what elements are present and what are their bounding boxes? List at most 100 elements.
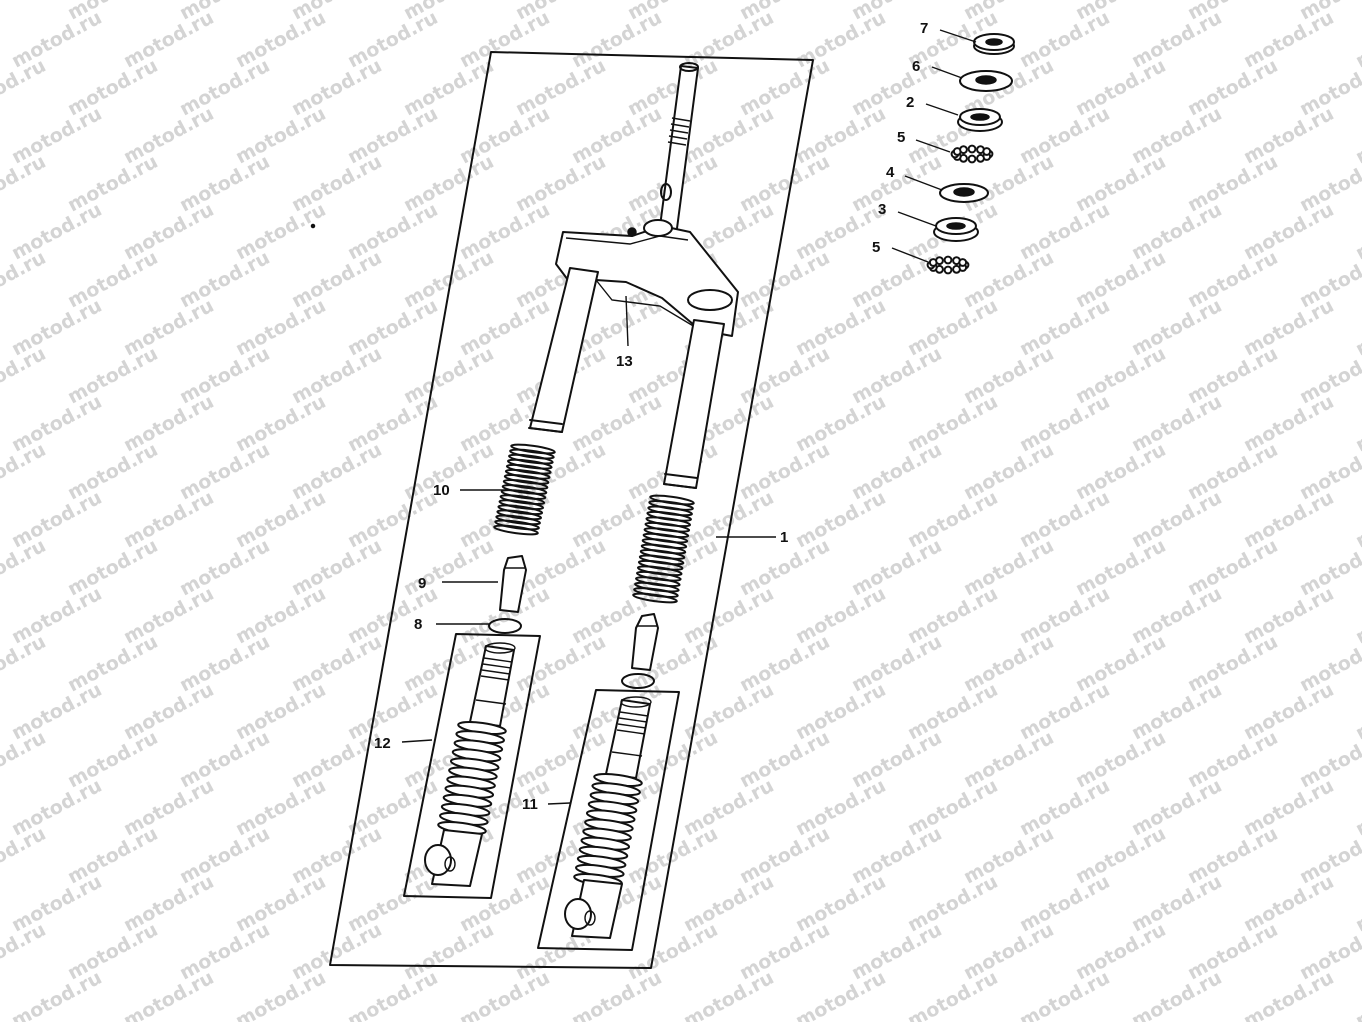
callout-11: 11 (522, 796, 538, 813)
spring-coil (505, 463, 552, 475)
spring-coil (494, 519, 540, 531)
bearing-ball (967, 154, 977, 164)
watermark-text: motod.ru (792, 967, 889, 1022)
watermark-text: motod.ru (1352, 103, 1362, 169)
watermark-text: motod.ru (1352, 7, 1362, 73)
spring-coil (503, 473, 550, 485)
watermark-text: motod.ru (1352, 967, 1362, 1022)
lower-leg-frame-right (537, 689, 680, 951)
cone-race-part-3 (933, 217, 979, 242)
callout-7: 7 (920, 20, 928, 37)
callout-10: 10 (433, 482, 450, 499)
spring-left (493, 443, 556, 536)
callout-8: 8 (414, 616, 422, 633)
watermark-text: motod.ru (344, 967, 441, 1022)
watermark-text: motod.ru (120, 967, 217, 1022)
bearing-ball (935, 256, 944, 266)
spring-coil (632, 592, 678, 604)
cup-race-part-4 (939, 183, 989, 203)
spring-coil (501, 484, 548, 495)
callout-3: 3 (878, 201, 886, 218)
watermark-text: motod.ru (0, 535, 49, 601)
bearing-ball (943, 265, 953, 275)
watermark-text: motod.ru (1352, 775, 1362, 841)
spring-coil (509, 448, 555, 460)
spring-coil (495, 514, 541, 526)
leader-lines (401, 29, 977, 805)
callout-12: 12 (374, 735, 391, 752)
ball-bearings-lower-part-5 (926, 255, 970, 275)
spring-coil (496, 509, 542, 521)
watermark-text: motod.ru (1352, 199, 1362, 265)
watermark-text: motod.ru (0, 727, 49, 793)
watermark-text: motod.ru (0, 439, 49, 505)
callout-9: 9 (418, 575, 426, 592)
watermark-text: motod.ru (1128, 967, 1225, 1022)
bearing-ball (958, 258, 968, 267)
watermark-text: motod.ru (0, 631, 49, 697)
assembly-frame (329, 51, 814, 969)
ball-bearings-upper-part-5 (950, 144, 994, 164)
watermark-text: motod.ru (0, 343, 49, 409)
locknut-part-7 (973, 33, 1015, 55)
callout-1: 1 (780, 529, 788, 546)
spring-coil (497, 504, 544, 516)
watermark-text: motod.ru (8, 967, 105, 1022)
callout-6: 6 (912, 58, 920, 75)
watermark-text: motod.ru (0, 151, 49, 217)
callouts: 7 6 2 5 4 3 5 13 10 9 8 12 11 1 (374, 20, 928, 813)
callout-2: 2 (906, 94, 914, 111)
bearing-ball (943, 255, 953, 265)
watermark-text: motod.ru (1352, 871, 1362, 937)
spring-coil (500, 489, 547, 500)
spring-coil (504, 468, 551, 480)
callout-13: 13 (616, 353, 633, 370)
spring-coil (499, 494, 546, 506)
damper-rod-right (631, 613, 659, 671)
watermark-text: motod.ru (1352, 583, 1362, 649)
watermark-text: motod.ru (0, 55, 49, 121)
washer-part-6 (959, 70, 1013, 92)
spring-coil (502, 479, 549, 490)
watermark-text: motod.ru (568, 967, 665, 1022)
callout-5-upper: 5 (897, 129, 905, 146)
triple-clamp (555, 219, 739, 337)
seal-left (488, 618, 522, 634)
spring-coil (507, 458, 553, 470)
watermark-text: motod.ru (1240, 967, 1337, 1022)
watermark-text: motod.ru (0, 823, 49, 889)
watermark-text: motod.ru (232, 967, 329, 1022)
seal-right (621, 673, 655, 689)
lower-leg-frame-left (403, 633, 541, 899)
callout-4: 4 (886, 164, 895, 181)
bearing-ball (952, 264, 961, 274)
lower-slider-right (564, 696, 652, 939)
fork-tube-right (663, 319, 725, 489)
watermark-text: motod.ru (0, 247, 49, 313)
spring-coil (493, 524, 539, 536)
spring-coil (498, 499, 545, 511)
lower-slider-left (424, 642, 516, 887)
bearing-ball (982, 147, 992, 156)
watermark-text: motod.ru (0, 919, 49, 985)
watermark-text: motod.ru (1352, 487, 1362, 553)
spring-right (632, 494, 695, 604)
bearing-ball (967, 144, 977, 154)
bearing-ball (959, 145, 968, 155)
cone-race-part-2 (957, 108, 1003, 132)
speck (310, 223, 316, 229)
watermark-text: motod.ru (904, 967, 1001, 1022)
watermark-text: motod.ru (680, 967, 777, 1022)
spring-coil (508, 453, 554, 465)
bearing-ball (976, 153, 985, 163)
watermark-text: motod.ru (1352, 295, 1362, 361)
watermark-text: motod.ru (1016, 967, 1113, 1022)
watermark-text: motod.ru (1352, 679, 1362, 745)
watermark-text: motod.ru (456, 967, 553, 1022)
fork-tube-left (528, 267, 599, 433)
callout-5-lower: 5 (872, 239, 880, 256)
watermark-text: motod.ru (1352, 391, 1362, 457)
damper-rod-left (499, 555, 527, 613)
spring-coil (510, 443, 556, 455)
